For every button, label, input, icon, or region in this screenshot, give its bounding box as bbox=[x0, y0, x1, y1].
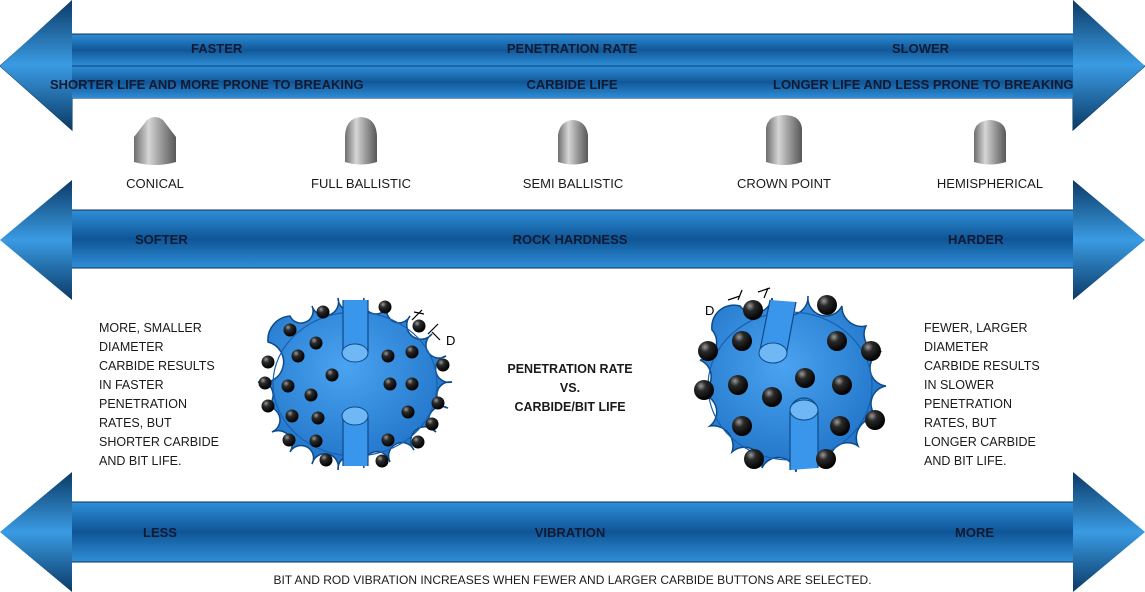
vibration-label: VIBRATION bbox=[534, 525, 606, 540]
small-carbide-drill-bit bbox=[257, 297, 453, 471]
dimension-label-right: D bbox=[705, 303, 715, 318]
crown-point-carbide-icon bbox=[766, 115, 802, 165]
shape-label-full-ballistic: FULL BALLISTIC bbox=[311, 176, 411, 191]
penetration-rate-label: PENETRATION RATE bbox=[506, 41, 638, 56]
rock-hardness-label: ROCK HARDNESS bbox=[512, 232, 628, 247]
penetration-rate-arrow bbox=[0, 0, 1145, 132]
slower-label: SLOWER bbox=[892, 41, 950, 56]
large-carbide-drill-bit bbox=[694, 287, 887, 473]
shorter-life-label: SHORTER LIFE AND MORE PRONE TO BREAKING bbox=[50, 77, 364, 92]
less-label: LESS bbox=[143, 525, 177, 540]
longer-life-label: LONGER LIFE AND LESS PRONE TO BREAKING bbox=[773, 77, 1074, 92]
softer-label: SOFTER bbox=[135, 232, 188, 247]
full-ballistic-carbide-icon bbox=[345, 117, 377, 165]
vibration-arrow bbox=[0, 472, 1145, 592]
carbide-life-label: CARBIDE LIFE bbox=[526, 77, 618, 92]
shape-label-conical: CONICAL bbox=[126, 176, 184, 191]
dimension-label-left: D bbox=[446, 333, 456, 348]
shape-label-hemispherical: HEMISPHERICAL bbox=[936, 176, 1044, 191]
footer-note: BIT AND ROD VIBRATION INCREASES WHEN FEW… bbox=[273, 573, 872, 587]
shape-label-crown-point: CROWN POINT bbox=[737, 176, 831, 191]
rock-hardness-arrow bbox=[0, 180, 1145, 300]
semi-ballistic-carbide-icon bbox=[558, 120, 588, 165]
small-carbide-description: MORE, SMALLER DIAMETER CARBIDE RESULTS I… bbox=[99, 321, 219, 468]
hemispherical-carbide-icon bbox=[974, 120, 1006, 165]
center-caption: PENETRATION RATE VS. CARBIDE/BIT LIFE bbox=[507, 362, 633, 414]
faster-label: FASTER bbox=[191, 41, 243, 56]
conical-carbide-icon bbox=[134, 117, 176, 165]
large-carbide-description: FEWER, LARGER DIAMETER CARBIDE RESULTS I… bbox=[924, 321, 1040, 468]
shape-label-semi-ballistic: SEMI BALLISTIC bbox=[522, 176, 624, 191]
more-label: MORE bbox=[955, 525, 994, 540]
harder-label: HARDER bbox=[948, 232, 1004, 247]
